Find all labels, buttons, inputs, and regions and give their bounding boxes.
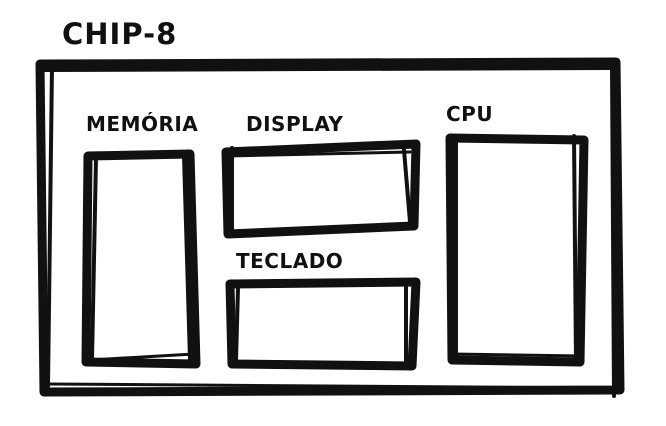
cpu-box — [445, 133, 589, 367]
memory-label: MEMÓRIA — [86, 112, 199, 136]
keyboard-label: TECLADO — [236, 249, 344, 273]
diagram-title: CHIP-8 — [62, 17, 178, 51]
keyboard-box — [225, 277, 421, 371]
cpu-label: CPU — [446, 102, 494, 126]
display-box — [221, 139, 421, 239]
system-box — [35, 57, 625, 398]
memory-box — [81, 149, 201, 369]
display-label: DISPLAY — [246, 112, 344, 136]
